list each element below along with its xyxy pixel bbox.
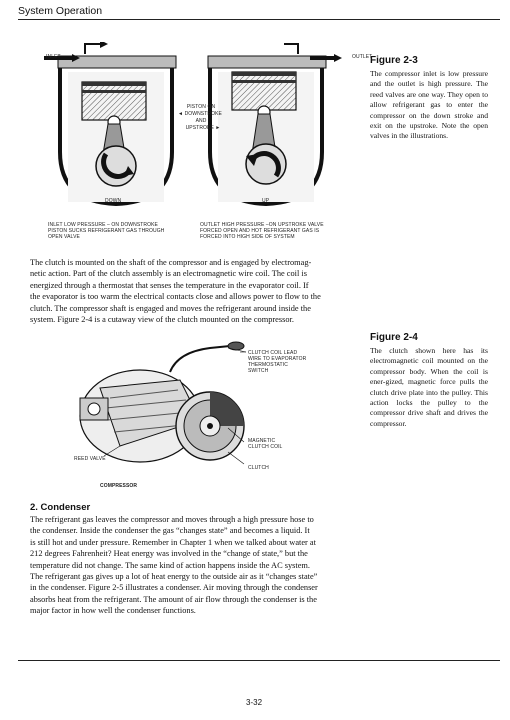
figure-2-3-caption-right: OUTLET HIGH PRESSURE –ON UPSTROKE VALVE … <box>200 222 324 240</box>
clutch-paragraph: The clutch is mounted on the shaft of th… <box>30 258 321 325</box>
condenser-paragraph: The refrigerant gas leaves the compresso… <box>30 515 318 616</box>
header-rule <box>18 19 500 20</box>
label-outlet: OUTLET <box>352 54 373 60</box>
label-compressor: COMPRESSOR <box>100 483 138 489</box>
label-downstroke: ◄ DOWNSTROKE <box>178 111 222 117</box>
label-clutch: CLUTCH <box>248 465 269 471</box>
figure-2-3-illustration <box>44 42 342 207</box>
right-compressor-drawing <box>207 43 342 207</box>
footer-rule <box>18 660 500 661</box>
left-compressor-drawing <box>44 42 177 207</box>
label-reed-valve: REED VALVE <box>74 456 106 462</box>
label-upstroke: UPSTROKE ► <box>185 125 221 131</box>
figure-2-4-illustration <box>79 341 247 465</box>
compressor-cutaway-drawing <box>79 341 245 463</box>
label-piston-on: PISTON ON <box>186 104 216 110</box>
figure-2-3-caption-left: INLET LOW PRESSURE – ON DOWNSTROKE PISTO… <box>48 222 165 240</box>
label-clutch-coil-lead: CLUTCH COIL LEAD WIRE TO EVAPORATOR THER… <box>248 350 307 374</box>
label-down: DOWN <box>105 198 122 204</box>
label-up: UP <box>262 198 270 204</box>
figure-2-3-title: Figure 2-3 <box>370 55 418 66</box>
figure-2-4-text: The clutch shown here has its electromag… <box>370 346 488 428</box>
figure-2-4-title: Figure 2-4 <box>370 332 418 343</box>
figure-2-3-text: The compressor inlet is low pressure and… <box>370 69 488 141</box>
page-header-title: System Operation <box>18 5 103 17</box>
label-and: AND <box>195 118 207 124</box>
label-magnetic-clutch-coil: MAGNETIC CLUTCH COIL <box>248 438 283 450</box>
label-inlet: INLET <box>46 54 61 60</box>
condenser-heading: 2. Condenser <box>30 502 91 513</box>
page-number: 3-32 <box>246 698 263 707</box>
